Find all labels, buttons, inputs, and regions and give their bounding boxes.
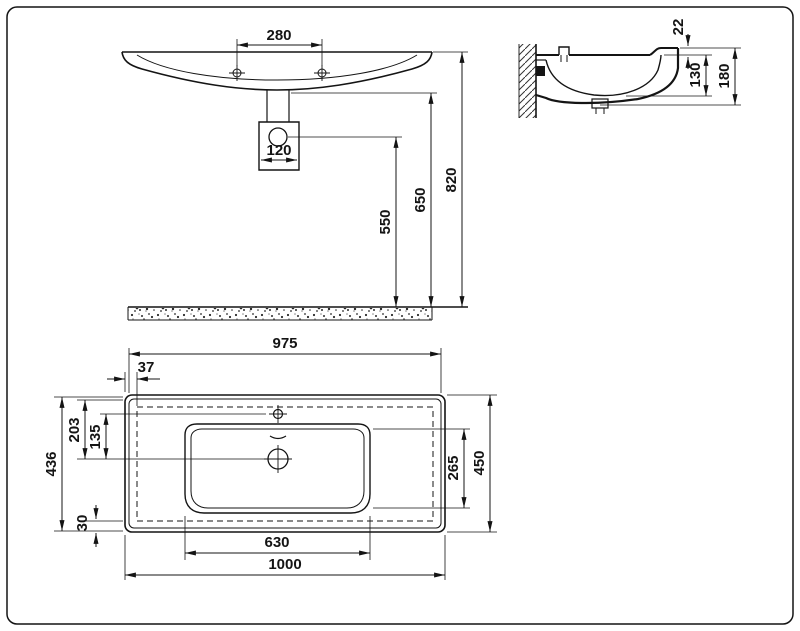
drain-outlet [591, 98, 609, 109]
dimension-975-label: 975 [272, 335, 297, 352]
tap-hole-walls [560, 55, 568, 62]
dimension-1000-label: 1000 [268, 556, 301, 573]
dimension-975: 975 [128, 335, 442, 393]
dimension-120-label: 120 [266, 142, 291, 159]
drain-circle [268, 127, 288, 147]
mounting-bracket [536, 66, 545, 76]
trap-box [258, 121, 300, 171]
dimension-630-label: 630 [264, 534, 289, 551]
dimension-120: 120 [261, 142, 297, 163]
front-rim [649, 47, 678, 56]
basin-front-outline [121, 51, 433, 91]
tap-collar [558, 46, 570, 55]
dimension-550: 550 [288, 136, 402, 307]
dimension-130: 130 [687, 55, 709, 96]
dimension-30: 30 [74, 505, 123, 547]
bowl-underside [535, 48, 680, 105]
drain-trap [258, 90, 300, 171]
dimension-135: 135 [87, 413, 266, 459]
bowl-inner-rim [190, 428, 365, 509]
drain-hole [264, 445, 292, 473]
plan-view: 975 37 436 203 135 30 [43, 335, 497, 580]
dimension-180: 180 [716, 48, 738, 105]
floor [127, 306, 468, 321]
dimension-180-label: 180 [716, 63, 733, 88]
mounting-hole-left [229, 65, 245, 81]
dimension-280: 280 [236, 27, 323, 66]
cabinet-hidden-outline [136, 406, 434, 522]
dimension-630: 630 [184, 516, 371, 560]
dimension-280-label: 280 [266, 27, 291, 44]
dimension-37-label: 37 [138, 359, 155, 376]
dimension-203-label: 203 [66, 417, 83, 442]
tail-pipe [266, 90, 290, 122]
dimension-820: 820 [433, 51, 468, 307]
dimension-265: 265 [373, 428, 470, 509]
dimension-37: 37 [107, 359, 160, 406]
page-frame [6, 6, 794, 625]
countertop-inner-edge [128, 398, 442, 529]
dimension-22: 22 [670, 19, 691, 69]
dimension-650: 650 [291, 92, 437, 307]
dimension-265-label: 265 [445, 455, 462, 480]
tap-hole [269, 405, 287, 423]
drain-legs [595, 108, 605, 114]
dimension-1000: 1000 [124, 535, 446, 580]
dimension-450-label: 450 [471, 450, 488, 475]
dimension-550-label: 550 [377, 209, 394, 234]
dimension-650-label: 650 [412, 187, 429, 212]
dimension-135-label: 135 [87, 424, 104, 449]
wall-hatch [519, 44, 536, 118]
side-view: 22 130 180 [518, 19, 741, 118]
dimension-450: 450 [447, 394, 497, 533]
dimension-820-label: 820 [443, 167, 460, 192]
dimension-436-label: 436 [43, 451, 60, 476]
bowl-outline [184, 423, 371, 514]
countertop-outline [124, 394, 446, 533]
mounting-hole-right [314, 65, 330, 81]
dimension-30-label: 30 [74, 515, 91, 532]
dimension-22-label: 22 [670, 19, 687, 36]
dimension-436: 436 [43, 396, 123, 532]
basin-inner-rim [136, 54, 418, 81]
bowl-interior [545, 54, 662, 97]
dimension-203: 203 [66, 399, 264, 460]
front-view: 280 120 550 650 820 [121, 27, 468, 321]
dimension-130-label: 130 [687, 62, 704, 87]
overflow-slot [269, 435, 287, 440]
floor-hatch [128, 308, 432, 320]
